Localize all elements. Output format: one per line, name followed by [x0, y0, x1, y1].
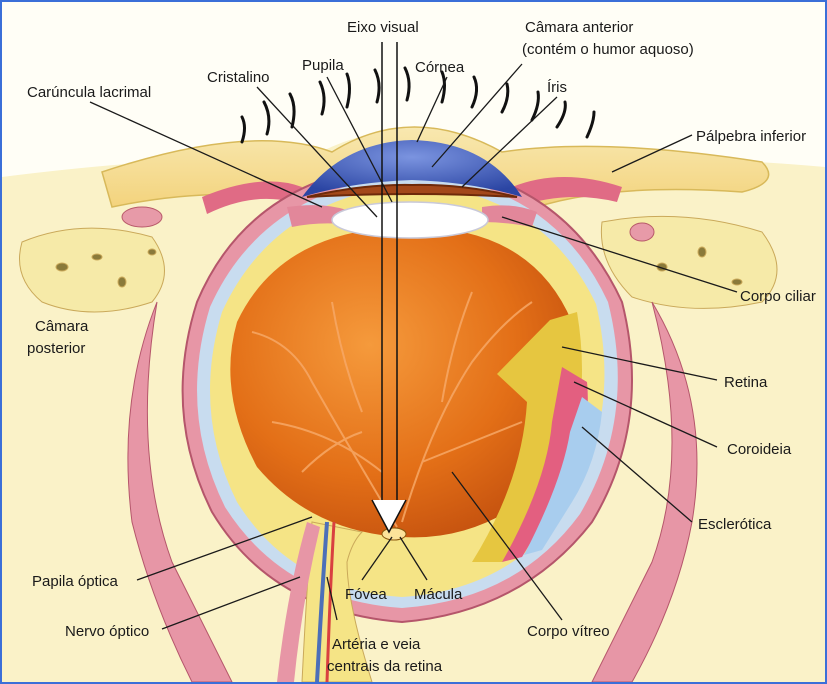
label-nervo-optico: Nervo óptico	[65, 623, 149, 640]
label-arteria-veia: Artéria e veia	[332, 636, 421, 653]
label-retina: Retina	[724, 374, 768, 391]
label-esclerotica: Esclerótica	[698, 516, 772, 533]
macula-spot	[382, 528, 406, 540]
label-camara-anterior: Câmara anterior	[525, 19, 633, 36]
label-iris: Íris	[547, 79, 567, 96]
label-camara-anterior-note: (contém o humor aquoso)	[522, 41, 694, 58]
label-fovea: Fóvea	[345, 586, 387, 603]
label-papila-optica: Papila óptica	[32, 573, 119, 590]
label-pupila: Pupila	[302, 57, 344, 74]
label-camara-posterior: Câmara	[35, 318, 89, 335]
label-eixo-visual: Eixo visual	[347, 19, 419, 36]
label-coroideia: Coroideia	[727, 441, 792, 458]
label-corpo-ciliar: Corpo ciliar	[740, 288, 816, 305]
lens	[332, 202, 488, 238]
label-cristalino: Cristalino	[207, 69, 270, 86]
label-macula: Mácula	[414, 586, 463, 603]
label-cornea: Córnea	[415, 59, 465, 76]
label-caruncula-lacrimal: Carúncula lacrimal	[27, 84, 151, 101]
label-centrais-retina: centrais da retina	[327, 658, 443, 675]
label-corpo-vitreo: Corpo vítreo	[527, 623, 610, 640]
label-palpebra-inferior: Pálpebra inferior	[696, 128, 806, 145]
label-camara-posterior-2: posterior	[27, 340, 85, 357]
